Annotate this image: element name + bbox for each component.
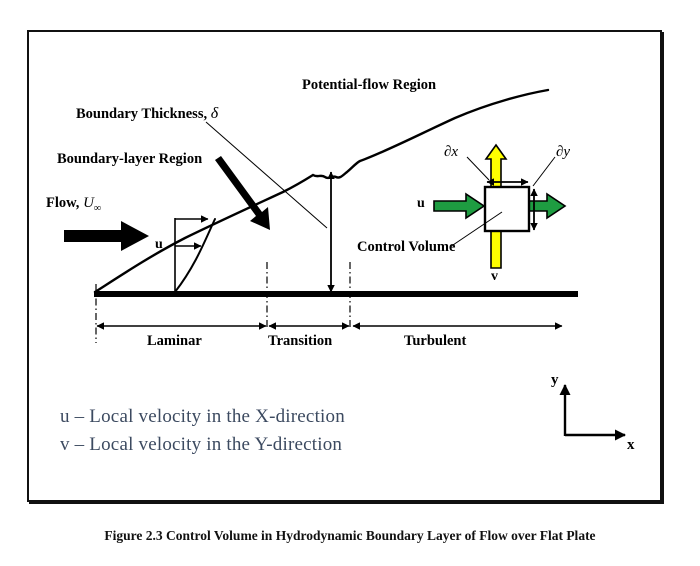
- y-axis-label: y: [551, 372, 559, 388]
- flow-label: Flow, U∞: [46, 196, 101, 214]
- boundary-layer-region-label: Boundary-layer Region: [57, 151, 203, 167]
- delta-symbol: δ: [210, 105, 219, 122]
- dy-leader: [532, 156, 556, 187]
- flat-plate: [94, 291, 578, 297]
- dx-leader: [466, 156, 490, 181]
- region-label-laminar: Laminar: [147, 333, 202, 349]
- partial-x-label: ∂x: [444, 144, 459, 160]
- region-dividers: [95, 262, 351, 343]
- x-axis-label: x: [627, 437, 635, 453]
- velocity-profile-u-label: u: [155, 237, 163, 252]
- potential-flow-region-label: Potential-flow Region: [302, 77, 437, 93]
- velocity-profile: [174, 215, 216, 293]
- boundary-layer-region-leader: [215, 156, 270, 230]
- infinity-subscript: ∞: [93, 202, 102, 214]
- legend-line-u: u – Local velocity in the X-direction: [60, 406, 345, 427]
- cv-bottom-v-label: v: [491, 269, 498, 284]
- freestream-velocity-symbol: U: [83, 195, 94, 211]
- legend-line-v: v – Local velocity in the Y-direction: [60, 434, 343, 455]
- control-volume-label: Control Volume: [357, 239, 456, 255]
- boundary-thickness-leader: [205, 121, 328, 229]
- cv-inlet-u-label: u: [417, 196, 425, 211]
- figure-caption: Figure 2.3 Control Volume in Hydrodynami…: [104, 528, 596, 543]
- region-label-turbulent: Turbulent: [404, 333, 467, 349]
- control-volume-group: [433, 143, 567, 269]
- boundary-thickness-label: Boundary Thickness, δ: [76, 106, 218, 122]
- control-volume-box: [483, 185, 531, 233]
- coordinate-axes: [559, 384, 626, 441]
- boundary-thickness-text: Boundary Thickness,: [76, 106, 208, 122]
- flow-text: Flow,: [46, 195, 80, 211]
- region-label-transition: Transition: [268, 333, 333, 349]
- cv-left-green-arrow: [433, 192, 486, 220]
- figure-frame: [27, 30, 662, 502]
- partial-y-label: ∂y: [556, 144, 571, 160]
- control-volume-leader: [449, 211, 503, 248]
- flow-arrow: [64, 221, 149, 251]
